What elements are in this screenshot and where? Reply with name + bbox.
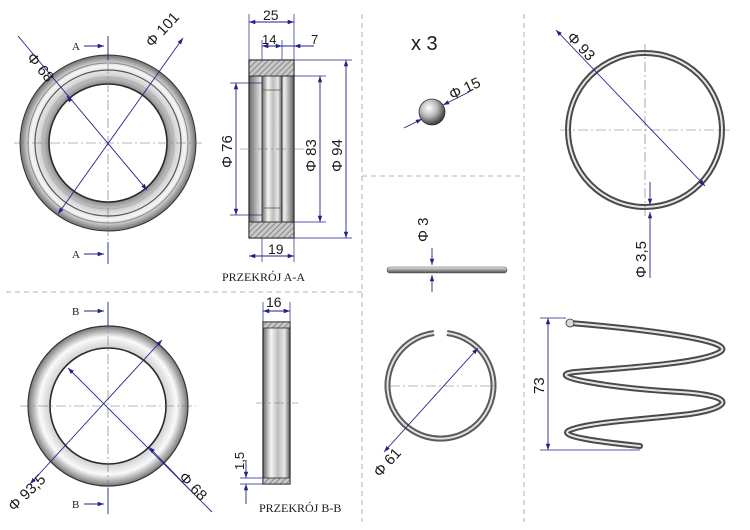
label-section-b-top: B	[72, 306, 79, 318]
label-d35: Φ 3,5	[633, 241, 650, 278]
ring-front-view-b	[20, 302, 213, 514]
label-w14: 14	[262, 32, 276, 47]
wire-side-view	[386, 248, 508, 292]
section-a-a-view	[230, 14, 352, 262]
label-d101: Φ 101	[142, 9, 183, 51]
spring-view	[540, 317, 726, 451]
label-w16: 16	[266, 294, 282, 310]
ring-front-view-a	[14, 35, 202, 264]
label-w7: 7	[311, 32, 318, 47]
label-d61: Φ 61	[370, 445, 405, 481]
section-dividers	[6, 14, 525, 522]
split-ring-view	[383, 330, 497, 453]
label-d76: Φ 76	[219, 135, 236, 168]
label-d68-bottom: Φ 68	[175, 469, 210, 504]
label-section-a-bottom: A	[72, 249, 80, 261]
label-section-a-top: A	[72, 41, 80, 53]
label-d15: Φ 15	[447, 74, 484, 103]
label-h73: 73	[531, 377, 548, 394]
wire-ring-view	[555, 29, 730, 278]
label-w25: 25	[263, 7, 279, 23]
label-d94: Φ 94	[329, 139, 346, 172]
label-w15: 1,5	[232, 452, 247, 470]
label-d935: Φ 93,5	[5, 471, 49, 515]
label-section-aa: PRZEKRÓJ A-A	[222, 270, 305, 284]
label-w19: 19	[268, 241, 284, 257]
section-b-b-view	[240, 302, 298, 504]
label-d3: Φ 3	[415, 218, 432, 242]
label-section-b-bottom: B	[72, 499, 79, 511]
ball-view	[403, 91, 470, 129]
label-section-bb: PRZEKRÓJ B-B	[259, 501, 341, 515]
label-d83: Φ 83	[303, 139, 320, 172]
label-quantity: x 3	[411, 33, 438, 55]
label-d93: Φ 93	[563, 29, 598, 64]
